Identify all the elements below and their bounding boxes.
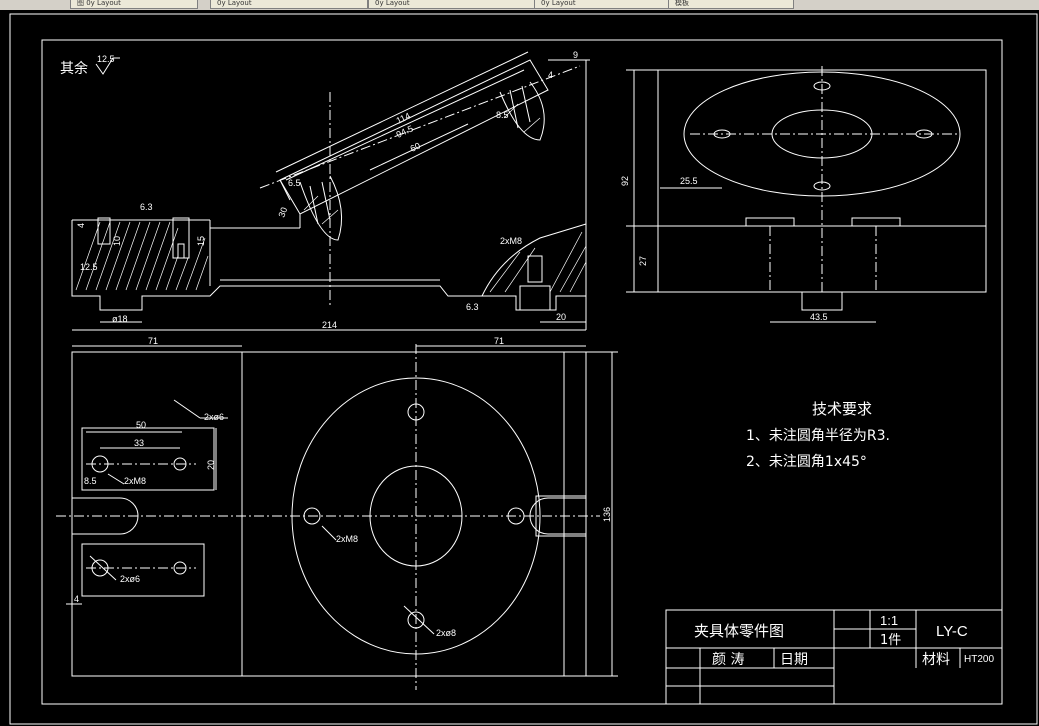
dim-4-b: 4 [76,223,86,228]
roughness-note-label: 其余 [60,60,88,77]
dim-12-5: 12.5 [80,262,98,272]
title-block: 夹具体零件图 1:1 1件 LY-C 颜 涛 日期 材料 HT200 [665,609,1003,705]
sheet-outer-border [9,13,1038,725]
dim-2xphi6-b: 2xø6 [120,574,140,584]
dim-2xm8-b: 2xM8 [336,534,358,544]
front-right-profile [481,223,587,297]
dim-15: 15 [196,236,206,246]
sheet-inner-border [41,39,1003,705]
dim-4: 4 [548,70,553,80]
layout-tab-2[interactable]: 0y Layout [210,0,368,9]
tech-requirement-2: 2、未注圆角1x45° [746,454,867,470]
title-material-label: 材料 [922,652,950,668]
layout-tab-5[interactable]: 模板 [668,0,794,9]
front-inclined-arm [279,59,549,215]
dim-136: 136 [602,507,612,522]
top-view: 71 71 50 33 20 8.5 2xø6 2xM8 2xø6 2xM8 2… [56,336,618,690]
dim-phi18: ø18 [112,314,128,324]
dim-25-5: 25.5 [680,176,698,186]
dim-2xm8: 2xM8 [500,236,522,246]
front-view: 114 94.5 60 9 4 8.5 6.5 30 6.3 10 15 12.… [71,50,590,331]
title-code: LY-C [936,623,968,640]
dim-6-3-a: 6.3 [140,202,153,212]
dim-8-5-top: 8.5 [84,476,97,486]
front-body-outline [71,220,587,311]
tech-requirements: 技术要求 1、未注圆角半径为R3. 2、未注圆角1x45° [746,400,890,470]
dim-4-top: 4 [74,594,79,604]
dim-43-5: 43.5 [810,312,828,322]
top-body-outline [71,351,587,677]
layout-tab-strip: 图 0y Layout 0y Layout 0y Layout 0y Layou… [0,0,1039,10]
dim-214: 214 [322,320,337,330]
roughness-note: 其余 12.5 [60,54,120,77]
dim-92: 92 [620,176,630,186]
title-date-label: 日期 [780,652,808,668]
dim-2xphi8: 2xø8 [436,628,456,638]
title-scale: 1:1 [880,613,898,628]
dim-33: 33 [134,438,144,448]
roughness-symbol-icon [95,57,120,75]
dim-71-b: 71 [494,336,504,346]
dim-60: 60 [409,141,422,154]
dim-2xphi6-a: 2xø6 [204,412,224,422]
dim-94-5: 94.5 [395,123,415,139]
front-hatch-left [75,221,209,291]
dim-6-3-b: 6.3 [466,302,479,312]
layout-tab-1[interactable]: 图 0y Layout [70,0,198,9]
dim-9: 9 [573,50,578,60]
title-quantity: 1件 [880,633,901,648]
dim-10: 10 [112,236,122,246]
dim-50: 50 [136,420,146,430]
title-part-name: 夹具体零件图 [694,622,784,640]
dim-2xm8-a: 2xM8 [124,476,146,486]
side-view: 92 25.5 27 43.5 [620,66,987,323]
title-designer: 颜 涛 [712,652,744,668]
dim-20-top: 20 [206,460,216,470]
title-material: HT200 [964,654,994,665]
dim-30: 30 [276,206,289,219]
roughness-note-value: 12.5 [97,54,115,64]
dim-20: 20 [556,312,566,322]
tech-requirement-1: 1、未注圆角半径为R3. [746,428,890,444]
dim-71-a: 71 [148,336,158,346]
dim-6-5: 6.5 [288,178,301,188]
dim-8-5: 8.5 [496,110,509,120]
tech-requirements-title: 技术要求 [812,400,872,418]
dim-27: 27 [638,256,648,266]
